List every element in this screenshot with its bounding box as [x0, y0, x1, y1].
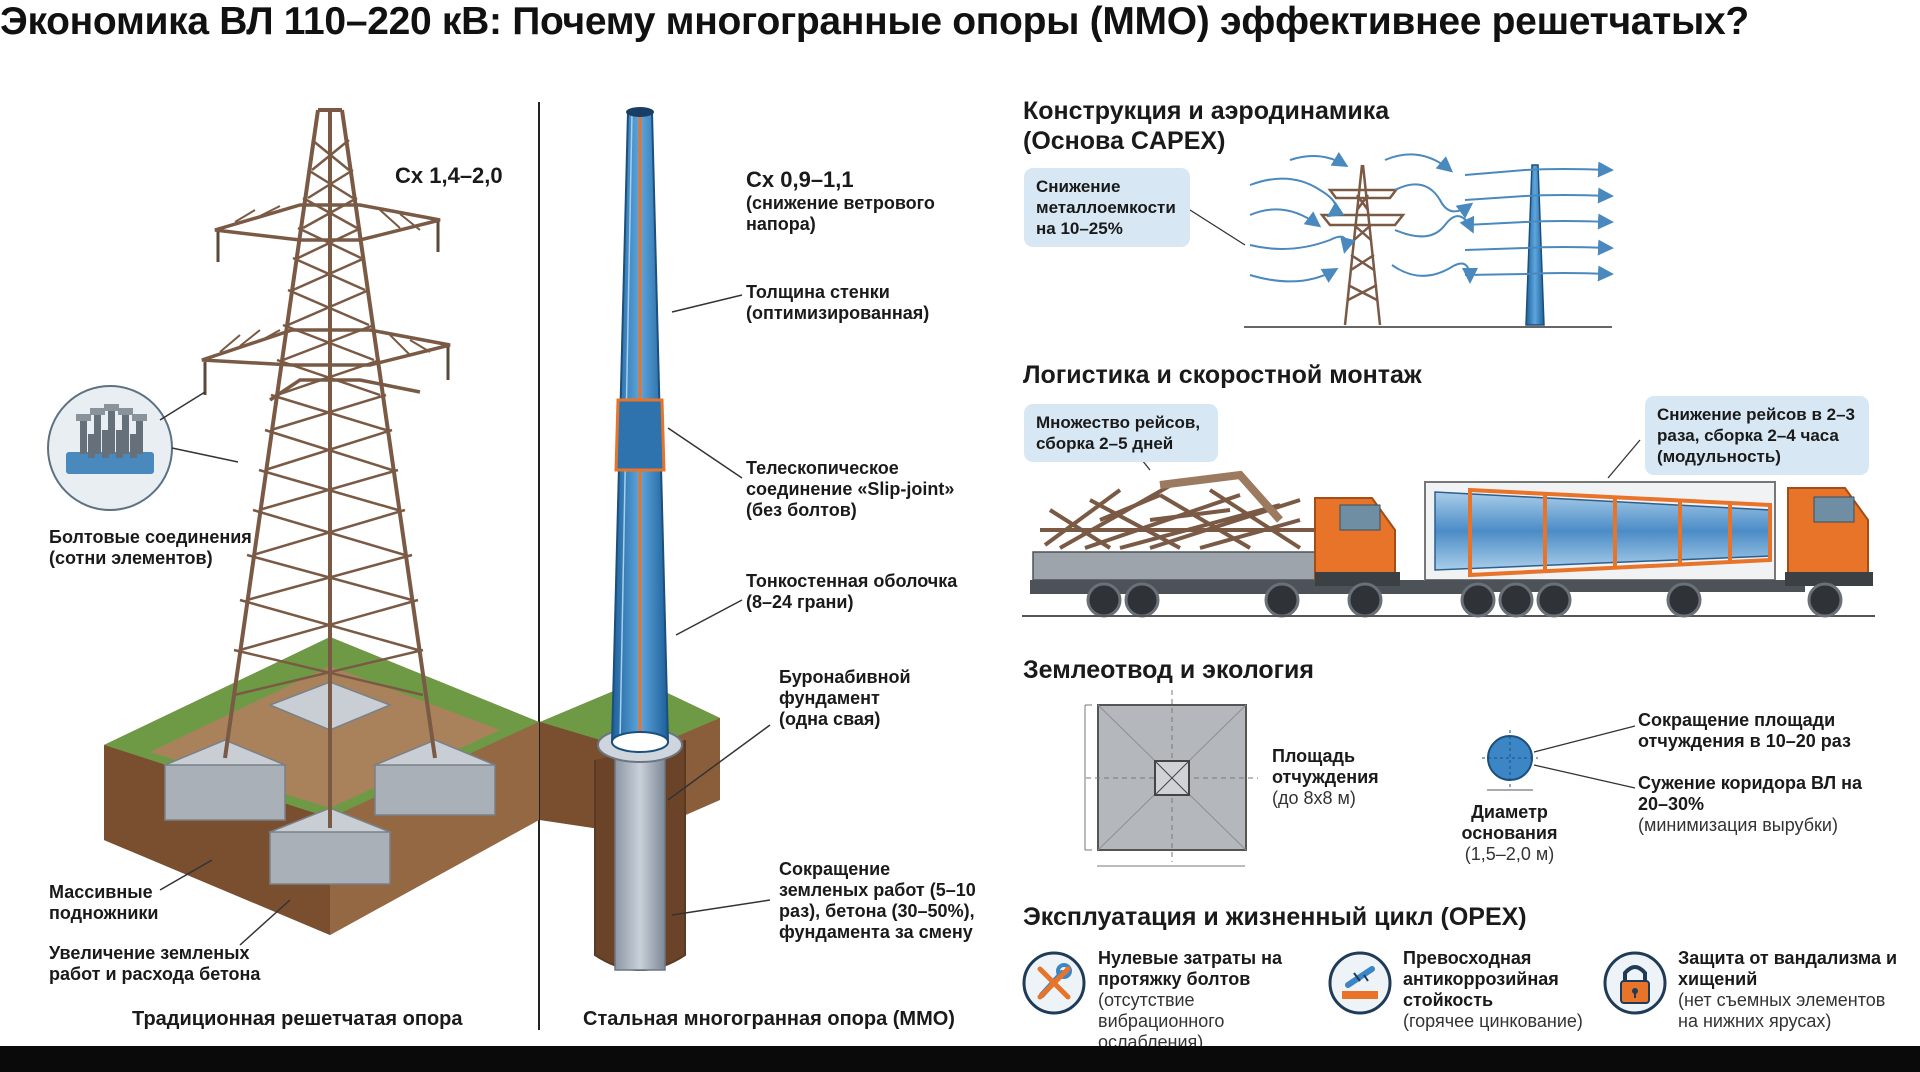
slip-joint-sub: (без болтов) — [746, 500, 857, 520]
base-diameter-label: Диаметр основания (1,5–2,0 м) — [1452, 802, 1567, 865]
wrench-cross-icon — [1022, 951, 1086, 1015]
page-title: Экономика ВЛ 110–220 кВ: Почему многогра… — [0, 0, 1749, 43]
slip-joint-label: Телескопическое соединение «Slip-joint» … — [746, 458, 986, 521]
section-opex-title: Эксплуатация и жизненный цикл (OPEX) — [1023, 903, 1527, 931]
small-lattice-tower — [1319, 164, 1406, 326]
bolts-label: Болтовые соединения (сотни элементов) — [49, 527, 279, 569]
mmo-caption: Стальная многогранная опора (ММО) — [583, 1008, 955, 1030]
mmo-leader-lines — [667, 294, 771, 916]
opex-item-corrosion-title: Превосходная антикоррозийная стойкость — [1403, 948, 1559, 1010]
laminar-wind-arrows — [1464, 161, 1614, 282]
corridor-label: Сужение коридора ВЛ на 20–30% (минимизац… — [1638, 773, 1868, 836]
section-construction-title: Конструкция и аэродинамика (Основа CAPEX… — [1023, 96, 1389, 156]
opex-item-bolts: Нулевые затраты на протяжку болтов (отсу… — [1098, 948, 1323, 1053]
opex-item-corrosion: Превосходная антикоррозийная стойкость (… — [1403, 948, 1603, 1032]
mmo-cx-title: Cx 0,9–1,1 — [746, 167, 854, 192]
turbulent-wind-arrows — [1249, 151, 1478, 284]
bored-foundation-label: Буронабивной фундамент (одна свая) — [779, 667, 911, 730]
bored-foundation-sub: (одна свая) — [779, 709, 881, 729]
galvanizing-icon — [1328, 951, 1392, 1015]
lattice-cargo — [1040, 470, 1320, 550]
mmo-ground-block — [540, 680, 720, 971]
truck-mmo — [1424, 439, 1873, 618]
opex-item-bolts-sub: (отсутствие вибрационного ослабления) — [1098, 990, 1225, 1052]
callout-metal-reduction: Снижение металлоемкости на 10–25% — [1024, 168, 1190, 247]
lattice-tower — [201, 108, 451, 828]
section-construction-title-l1: Конструкция и аэродинамика — [1023, 97, 1390, 125]
section-construction-title-l2: (Основа CAPEX) — [1023, 127, 1226, 155]
footings-label: Массивные подножники — [49, 882, 159, 923]
bolts-label-sub: (сотни элементов) — [49, 548, 213, 568]
wall-thickness-title: Толщина стенки — [746, 282, 890, 302]
bottom-bar — [0, 1046, 1920, 1072]
mmo-pole — [610, 107, 670, 753]
thin-shell-label: Тонкостенная оболочка (8–24 грани) — [746, 571, 986, 613]
bolts-inset — [47, 385, 239, 511]
small-mmo-pole — [1525, 164, 1545, 326]
aero-diagram — [1189, 151, 1614, 328]
base-diameter-title: Диаметр основания — [1461, 802, 1558, 843]
wall-thickness-label: Толщина стенки (оптимизированная) — [746, 282, 976, 324]
corridor-label-sub: (минимизация вырубки) — [1638, 815, 1838, 835]
thin-shell-sub: (8–24 грани) — [746, 592, 854, 612]
opex-item-bolts-title: Нулевые затраты на протяжку болтов — [1098, 948, 1283, 989]
thin-shell-title: Тонкостенная оболочка — [746, 571, 958, 591]
area-label-sub: (до 8x8 м) — [1272, 788, 1356, 808]
area-label: Площадь отчуждения (до 8x8 м) — [1272, 746, 1392, 809]
wall-thickness-sub: (оптимизированная) — [746, 303, 930, 323]
opex-item-vandalism: Защита от вандализма и хищений (нет съем… — [1678, 948, 1903, 1032]
opex-item-vandalism-title: Защита от вандализма и хищений — [1678, 948, 1898, 989]
mmo-cx-sub: (снижение ветрового напора) — [746, 193, 935, 234]
bolts-label-title: Болтовые соединения — [49, 527, 252, 547]
earthworks-label: Увеличение земленых работ и расхода бето… — [49, 943, 261, 984]
callout-fewer-trips: Снижение рейсов в 2–3 раза, сборка 2–4 ч… — [1645, 396, 1869, 475]
opex-item-corrosion-sub: (горячее цинкование) — [1403, 1011, 1583, 1031]
lattice-cx-label: Cx 1,4–2,0 — [395, 163, 503, 188]
bored-foundation-title: Буронабивной фундамент — [779, 667, 911, 708]
callout-many-trips: Множество рейсов, сборка 2–5 дней — [1024, 404, 1218, 462]
land-area-diagram — [1084, 690, 1258, 867]
area-label-title: Площадь отчуждения — [1272, 746, 1379, 787]
opex-item-vandalism-sub: (нет съемных элементов на нижних ярусах) — [1678, 990, 1886, 1031]
padlock-icon — [1603, 951, 1667, 1015]
mmo-cx-label: Cx 0,9–1,1 (снижение ветрового напора) — [746, 166, 976, 235]
lattice-caption: Традиционная решетчатая опора — [132, 1008, 463, 1030]
lattice-footings — [163, 681, 497, 885]
corridor-label-title: Сужение коридора ВЛ на 20–30% — [1638, 773, 1863, 814]
mmo-reduction-label: Сокращение земленых работ (5–10 раз), бе… — [779, 859, 976, 942]
slip-joint-title: Телескопическое соединение «Slip-joint» — [746, 458, 955, 499]
section-ground-title: Землеотвод и экология — [1023, 656, 1315, 684]
area-reduction-label: Сокращение площади отчуждения в 10–20 ра… — [1638, 710, 1851, 751]
base-diameter-sub: (1,5–2,0 м) — [1464, 844, 1555, 864]
section-logistics-title: Логистика и скоростной монтаж — [1023, 361, 1422, 389]
truck-lattice — [1030, 444, 1470, 618]
mmo-base-diameter — [1482, 725, 1636, 791]
